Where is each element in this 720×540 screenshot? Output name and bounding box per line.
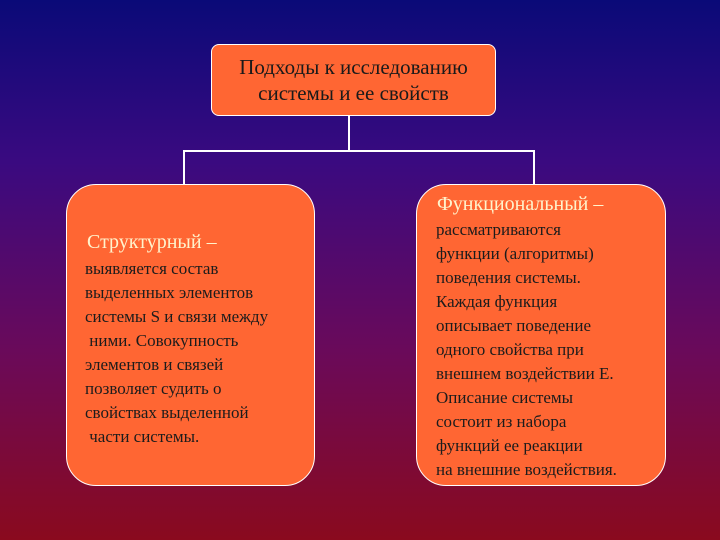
connector-left-drop (183, 150, 185, 184)
functional-heading: Функциональный – (437, 193, 604, 215)
structural-description: выявляется состав выделенных элементов с… (85, 259, 269, 446)
root-node-box: Подходы к исследованию системы и ее свой… (211, 44, 496, 116)
connector-right-drop (533, 150, 535, 184)
root-node-text: Подходы к исследованию системы и ее свой… (239, 55, 468, 105)
connector-horizontal (183, 150, 535, 152)
functional-approach-box: Функциональный – рассматриваются функции… (416, 184, 666, 486)
connector-vertical-top (348, 116, 350, 151)
structural-approach-box: Структурный – выявляется состав выделенн… (66, 184, 315, 486)
structural-heading: Структурный – (87, 231, 217, 253)
functional-description: рассматриваются функции (алгоритмы) пове… (436, 220, 617, 479)
